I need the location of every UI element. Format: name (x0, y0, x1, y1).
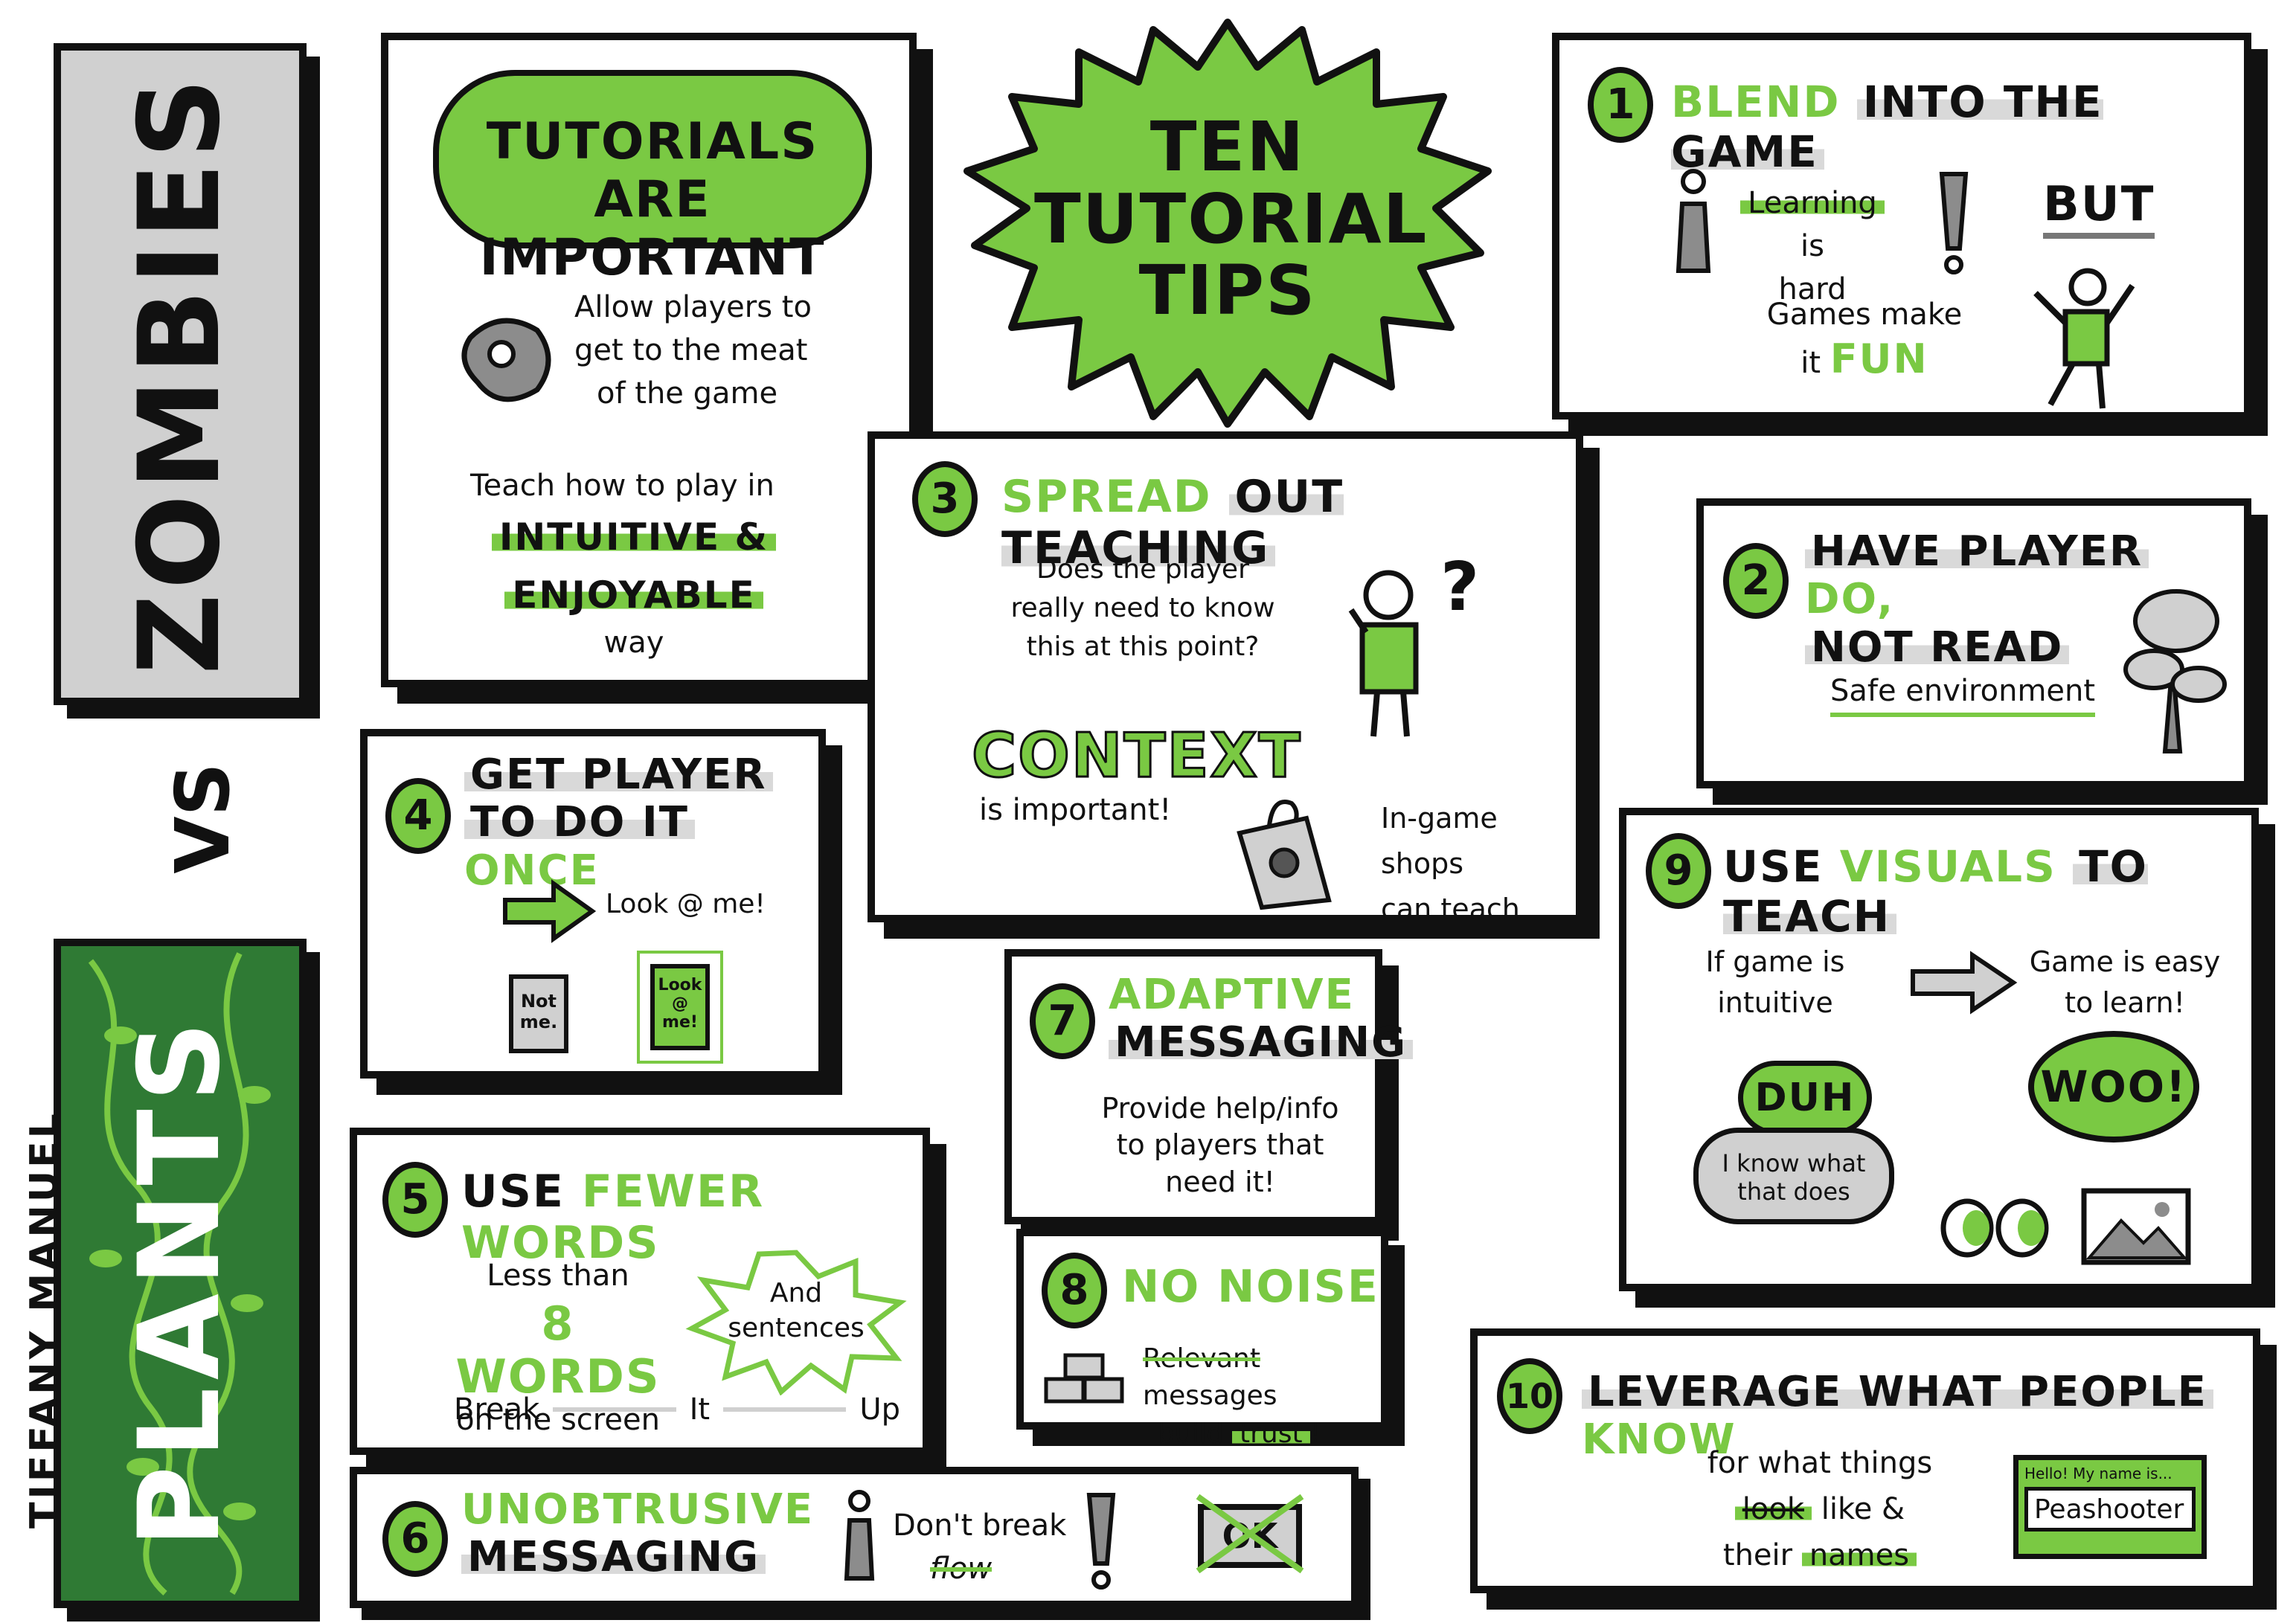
tip-7-box: 7 ADAPTIVE MESSAGING Provide help/info t… (1004, 949, 1414, 1224)
exclamation-icon (1939, 172, 1969, 274)
zombies-panel: ZOMBIES (54, 43, 307, 705)
tip-9-know-bubble: I know what that does (1693, 1128, 1894, 1224)
shopping-bags-icon (1237, 800, 1332, 910)
tip-3-question: Does the player really need to know this… (1010, 554, 1275, 663)
tip-8-heading: NO NOISE (1122, 1261, 1379, 1313)
tip-5-box: 5 USE FEWER WORDS Less than 8 WORDS on t… (350, 1128, 930, 1455)
vs-label: VS (159, 762, 246, 874)
vines-decoration (88, 952, 271, 1596)
intro-highlights: INTUITIVE & ENJOYABLE way (448, 515, 820, 664)
tip-1-learning: Learning is hard (1738, 181, 1887, 311)
tip-6-heading: UNOBTRUSIVE MESSAGING (461, 1485, 815, 1582)
tip-10-text: for what things look like & their names (1707, 1446, 1933, 1572)
name-tag: Hello! My name is... Peashooter (2013, 1455, 2207, 1559)
meat-steak-icon (461, 318, 551, 402)
tip-6-dont: Don't break flow (893, 1508, 1067, 1586)
tip-3-context-sub: is important! (979, 793, 1172, 827)
tip-3-number: 3 (912, 461, 978, 537)
tip-6-box: 6 UNOBTRUSIVE MESSAGING Don't break flow… (350, 1467, 1359, 1608)
zombies-title: ZOMBIES (115, 73, 245, 675)
tip-5-and: And sentences (728, 1278, 865, 1343)
tip-4-box: 4 GET PLAYER TO DO IT ONCE Look @ me! No… (360, 729, 826, 1079)
cross-out-icon (1196, 1494, 1304, 1574)
tip-10-box: 10 LEVERAGE WHAT PEOPLE KNOW for what th… (1470, 1328, 2260, 1593)
tip-9-woo-bubble: WOO! (2028, 1031, 2199, 1142)
tip-5-number: 5 (382, 1162, 448, 1238)
tip-10-number: 10 (1497, 1358, 1562, 1434)
and-sentences-burst (685, 1250, 907, 1395)
info-icon (1675, 169, 1711, 273)
tip-8-box: 8 NO NOISE Relevant messages build trust… (1016, 1229, 1388, 1449)
tip-8-number: 8 (1042, 1253, 1107, 1328)
tip-4-heading: GET PLAYER TO DO IT ONCE (464, 751, 818, 895)
tip-4-number: 4 (385, 778, 451, 854)
arrow-right-icon (503, 879, 597, 943)
intro-text-2: Teach how to play in (470, 469, 775, 503)
tip-1-heading: BLEND INTO THE GAME (1671, 77, 2103, 177)
tip-1-but: BUT (2043, 177, 2155, 239)
tip-6-number: 6 (382, 1501, 448, 1577)
main-title: TEN TUTORIAL TIPS (1034, 107, 1428, 331)
tip-4-look-me-card: Look @ me! (650, 964, 710, 1050)
tip-2-text: Safe environment (1830, 669, 2096, 717)
exclamation-icon (1086, 1493, 1116, 1590)
tip-3-context: CONTEXT (971, 720, 1302, 793)
info-icon (844, 1490, 875, 1581)
title-splat (963, 19, 1492, 428)
tree-icon (2123, 589, 2227, 753)
tip-2-box: 2 HAVE PLAYER DO, NOT READ Safe environm… (1696, 498, 2251, 788)
svg-text:?: ? (1440, 550, 1479, 626)
tip-7-text: Provide help/info to players that need i… (1101, 1092, 1339, 1198)
tip-9-if: If game is intuitive (1705, 945, 1845, 1020)
tip-1-number: 1 (1588, 67, 1653, 143)
thinking-player-icon: ? (1348, 550, 1479, 737)
tip-9-box: 9 USE VISUALS TO TEACH If game is intuit… (1619, 808, 2259, 1291)
tip-9-duh-bubble: DUH (1738, 1061, 1872, 1135)
tip-9-heading: USE VISUALS TO TEACH (1723, 841, 2148, 942)
image-icon (2081, 1188, 2191, 1265)
bricks-icon (1044, 1353, 1124, 1404)
tip-10-heading: LEVERAGE WHAT PEOPLE KNOW (1582, 1368, 2253, 1465)
tip-2-heading: HAVE PLAYER DO, NOT READ (1805, 527, 2244, 672)
tip-7-heading: ADAPTIVE MESSAGING (1109, 971, 1414, 1067)
tip-1-games: Games make it FUN (1766, 298, 1963, 382)
tip-4-look: Look @ me! (606, 889, 766, 919)
intro-box: TUTORIALS ARE IMPORTANT Allow players to… (381, 33, 917, 687)
author-name: TIFFANY MANUEL (22, 1111, 67, 1529)
tip-9-number: 9 (1646, 833, 1711, 909)
tip-5-heading: USE FEWER WORDS (461, 1166, 765, 1269)
tip-1-box: 1 BLEND INTO THE GAME Learning is hard B… (1552, 33, 2251, 420)
jumping-player-icon (2033, 268, 2135, 409)
tip-5-break: Break It Up (454, 1392, 901, 1427)
name-tag-header: Hello! My name is... (2024, 1465, 2172, 1482)
intro-banner: TUTORIALS ARE IMPORTANT (433, 70, 872, 287)
plants-title: PLANTS (115, 1014, 245, 1548)
tip-9-easy: Game is easy to learn! (2029, 945, 2221, 1020)
eyes-icon (1940, 1198, 2049, 1258)
plants-panel: PLANTS (54, 939, 307, 1608)
tip-8-text: Relevant messages build trust! (1143, 1343, 1321, 1449)
arrow-right-icon (1911, 951, 2018, 1015)
name-tag-name: Peashooter (2024, 1487, 2196, 1532)
tip-3-shops: In-game shops can teach (1381, 802, 1520, 925)
intro-text-1: Allow players to get to the meat of the … (574, 290, 812, 411)
tip-7-number: 7 (1030, 983, 1095, 1059)
tip-2-number: 2 (1723, 543, 1789, 619)
tip-4-not-me-card: Not me. (509, 974, 568, 1053)
tip-3-box: 3 SPREAD OUT TEACHING Does the player re… (868, 431, 1583, 925)
tip-3-heading: SPREAD OUT TEACHING (1001, 471, 1344, 574)
